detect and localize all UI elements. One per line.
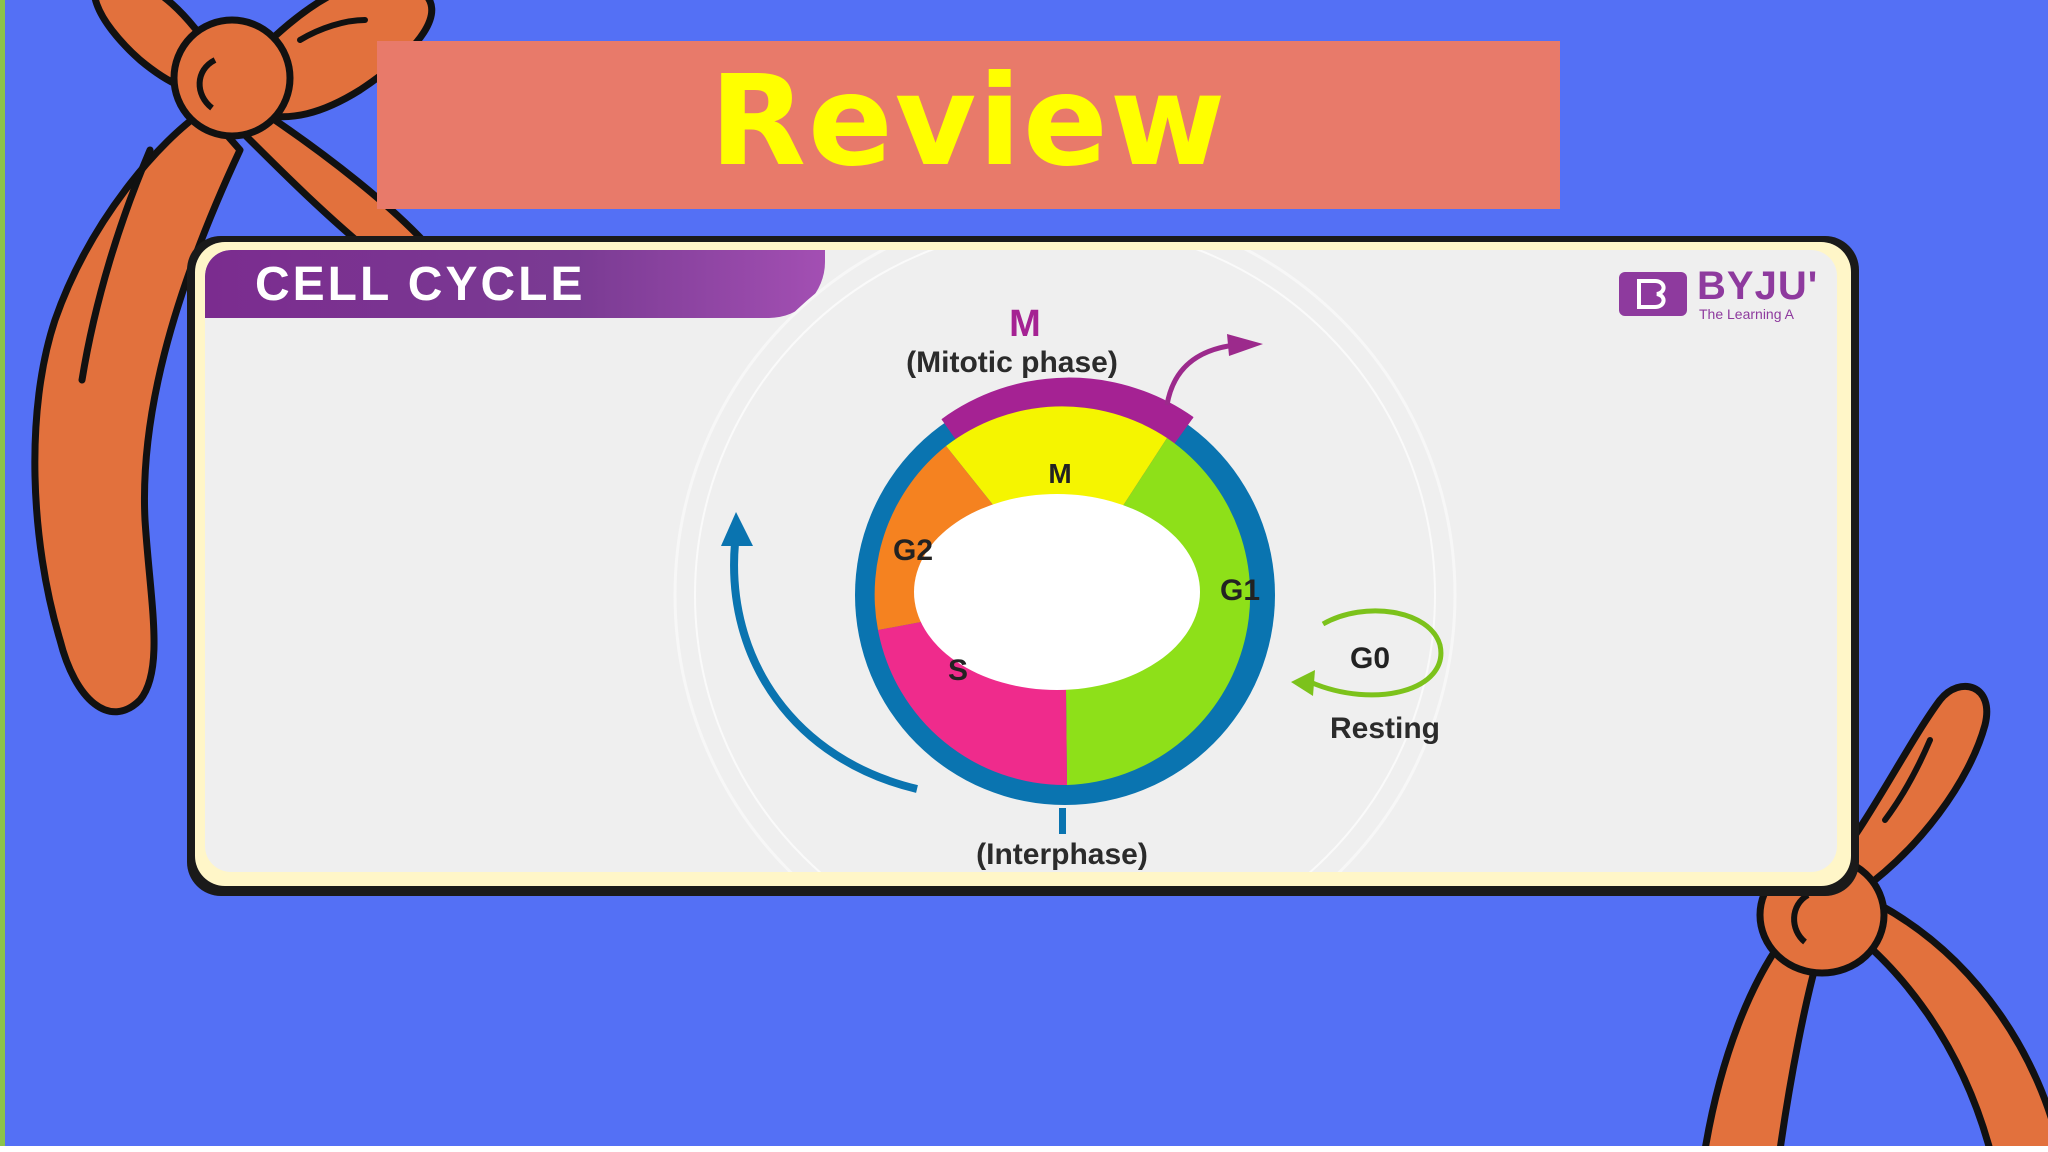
resting-label: Resting (1330, 712, 1440, 745)
title-banner: Review (377, 41, 1560, 209)
slide-title: Review (709, 48, 1228, 194)
left-edge-strip (0, 0, 5, 1146)
resting-loop-arrow (1309, 608, 1444, 698)
mitotic-label: M (1009, 303, 1041, 345)
interphase-sublabel: (Interphase) (976, 838, 1148, 871)
inner-label-g2: G2 (893, 534, 933, 567)
cell-cycle-diagram: M (Mitotic phase) M G1 S G2 G0 Resting (… (673, 250, 1457, 872)
cycle-center (914, 494, 1200, 690)
cell-cycle-card: CELL CYCLE BYJU' The Learning A (187, 236, 1859, 896)
card-header: CELL CYCLE (205, 250, 825, 318)
card-header-title: CELL CYCLE (255, 257, 586, 311)
byjus-logo: BYJU' The Learning A (1619, 264, 1837, 328)
logo-tagline: The Learning A (1699, 306, 1794, 322)
interphase-arrow (730, 542, 918, 793)
card-panel: CELL CYCLE BYJU' The Learning A (205, 250, 1837, 872)
logo-name: BYJU' (1697, 264, 1819, 308)
card-frame: CELL CYCLE BYJU' The Learning A (195, 242, 1851, 886)
g0-label: G0 (1350, 642, 1390, 675)
inner-label-g1: G1 (1220, 574, 1260, 607)
mitotic-arrow (1164, 342, 1236, 406)
inner-label-s: S (948, 654, 968, 687)
interphase-marker (1059, 808, 1066, 834)
inner-label-m: M (1048, 458, 1071, 489)
b-logo-icon (1619, 272, 1687, 316)
mitotic-sublabel: (Mitotic phase) (906, 346, 1118, 379)
